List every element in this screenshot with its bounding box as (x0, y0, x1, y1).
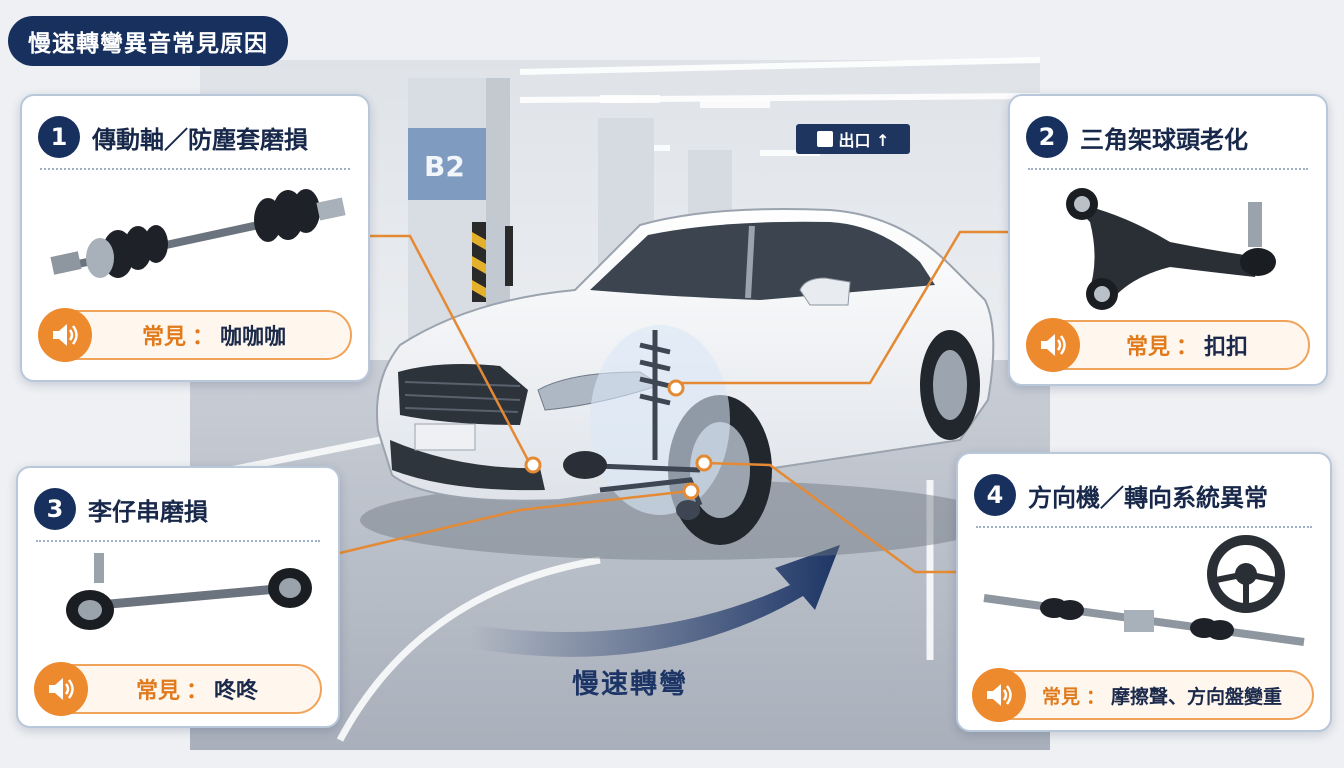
page-title: 慢速轉彎異音常見原因 (8, 16, 288, 66)
stabilizer-link-icon (66, 553, 312, 630)
sound-value: 咖咖咖 (220, 325, 287, 350)
sound-value: 摩擦聲、方向盤變重 (1111, 685, 1283, 708)
steering-rack-icon (983, 535, 1305, 646)
sound-badge: 常見：咖咖咖 (38, 308, 352, 362)
cause-title: 方向機／轉向系統異常 (1028, 483, 1268, 512)
sound-colon: ： (191, 325, 214, 350)
sound-colon: ： (185, 679, 208, 704)
sound-colon: ： (1175, 335, 1198, 360)
speaker-icon (1026, 318, 1080, 372)
sound-value: 扣扣 (1204, 335, 1249, 360)
sound-label: 常見 (135, 679, 180, 704)
cause-card-steering: 4 方向機／轉向系統異常 常見： 摩擦聲、方向盤變重 (956, 452, 1332, 732)
cause-title: 三角架球頭老化 (1080, 125, 1248, 154)
sound-colon: ： (1085, 685, 1105, 708)
exit-sign-label: 出口 ↑ (838, 131, 890, 150)
sound-badge: 常見： 摩擦聲、方向盤變重 (972, 668, 1314, 722)
divider (1028, 168, 1308, 170)
speaker-icon (972, 668, 1026, 722)
cause-number: 1 (38, 116, 80, 158)
sound-label: 常見 (141, 325, 186, 350)
cause-number: 4 (974, 474, 1016, 516)
sound-badge: 常見：扣扣 (1026, 318, 1310, 372)
exit-sign: 出口 ↑ (796, 124, 910, 154)
speaker-icon (38, 308, 92, 362)
sound-value: 咚咚 (214, 679, 259, 704)
divider (36, 540, 320, 542)
sound-label: 常見 (1041, 685, 1080, 708)
divider (976, 526, 1312, 528)
cause-number: 2 (1026, 116, 1068, 158)
cause-card-stabilizer-link: 3 李仔串磨損 常見：咚咚 (16, 466, 340, 728)
cause-title: 傳動軸／防塵套磨損 (92, 125, 308, 154)
slow-turn-label: 慢速轉彎 (572, 669, 688, 700)
divider (40, 168, 350, 170)
cause-number: 3 (34, 488, 76, 530)
cause-title: 李仔串磨損 (88, 497, 208, 526)
cause-card-ball-joint: 2 三角架球頭老化 常見：扣扣 (1008, 94, 1328, 386)
sound-label: 常見 (1125, 335, 1170, 360)
parking-level-sign: B2 (424, 150, 465, 183)
exit-door-icon (816, 131, 833, 147)
drive-shaft-icon (50, 189, 346, 278)
speaker-icon (34, 662, 88, 716)
control-arm-icon (1066, 188, 1276, 310)
cause-card-drive-shaft: 1 傳動軸／防塵套磨損 常見：咖咖咖 (20, 94, 370, 382)
sound-badge: 常見：咚咚 (34, 662, 322, 716)
